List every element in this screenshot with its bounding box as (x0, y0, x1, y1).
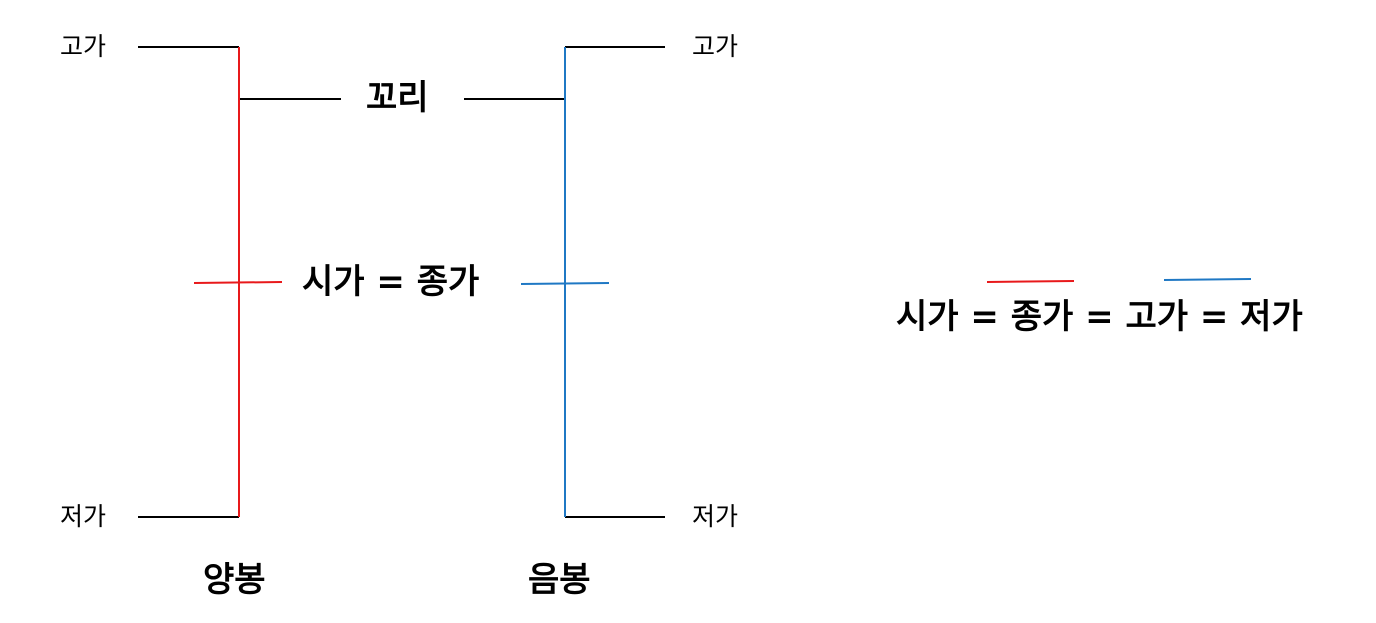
bearish-low-label: 저가 (692, 502, 739, 531)
all-equal-label: 시가 = 종가 = 고가 = 저가 (896, 297, 1303, 337)
bullish-open-close-tick (193, 281, 283, 284)
bullish-high-label: 고가 (60, 32, 107, 61)
bullish-low-label: 저가 (60, 502, 107, 531)
bullish-name-label: 양봉 (203, 560, 266, 600)
tail-label: 꼬리 (366, 78, 429, 118)
bearish-name-label: 음봉 (528, 560, 591, 600)
bearish-high-label: 고가 (692, 32, 739, 61)
bearish-open-close-tick (520, 282, 610, 285)
open-close-label: 시가 = 종가 (302, 262, 480, 302)
doji-red-line (986, 280, 1075, 283)
doji-blue-line (1163, 278, 1252, 281)
